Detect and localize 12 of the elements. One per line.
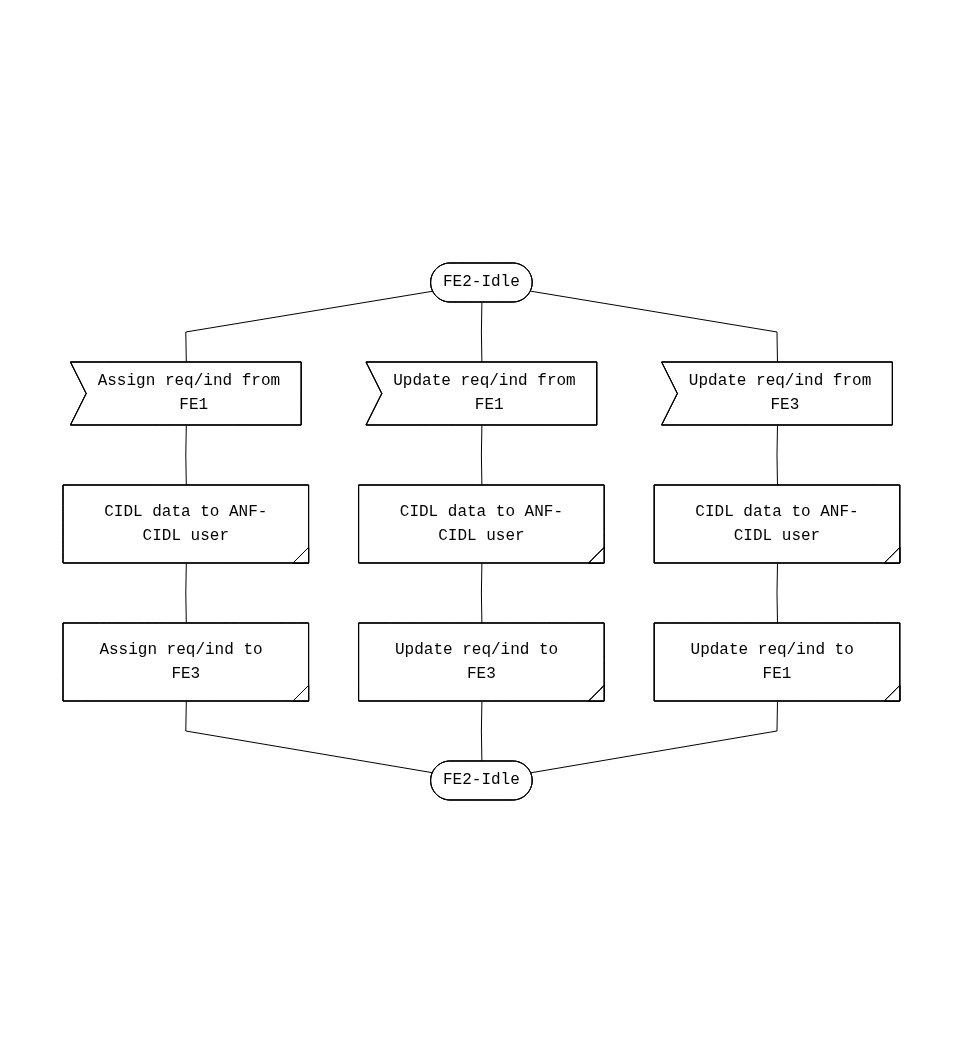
connector (776, 424, 778, 486)
connector (184, 562, 187, 624)
connector (184, 424, 187, 486)
connector (776, 562, 778, 624)
connector (529, 290, 778, 363)
connector (529, 700, 778, 773)
connector (480, 562, 482, 624)
connector (184, 290, 434, 363)
connector (184, 700, 434, 773)
connector (480, 301, 482, 363)
connector (480, 700, 482, 762)
connector (480, 424, 482, 486)
